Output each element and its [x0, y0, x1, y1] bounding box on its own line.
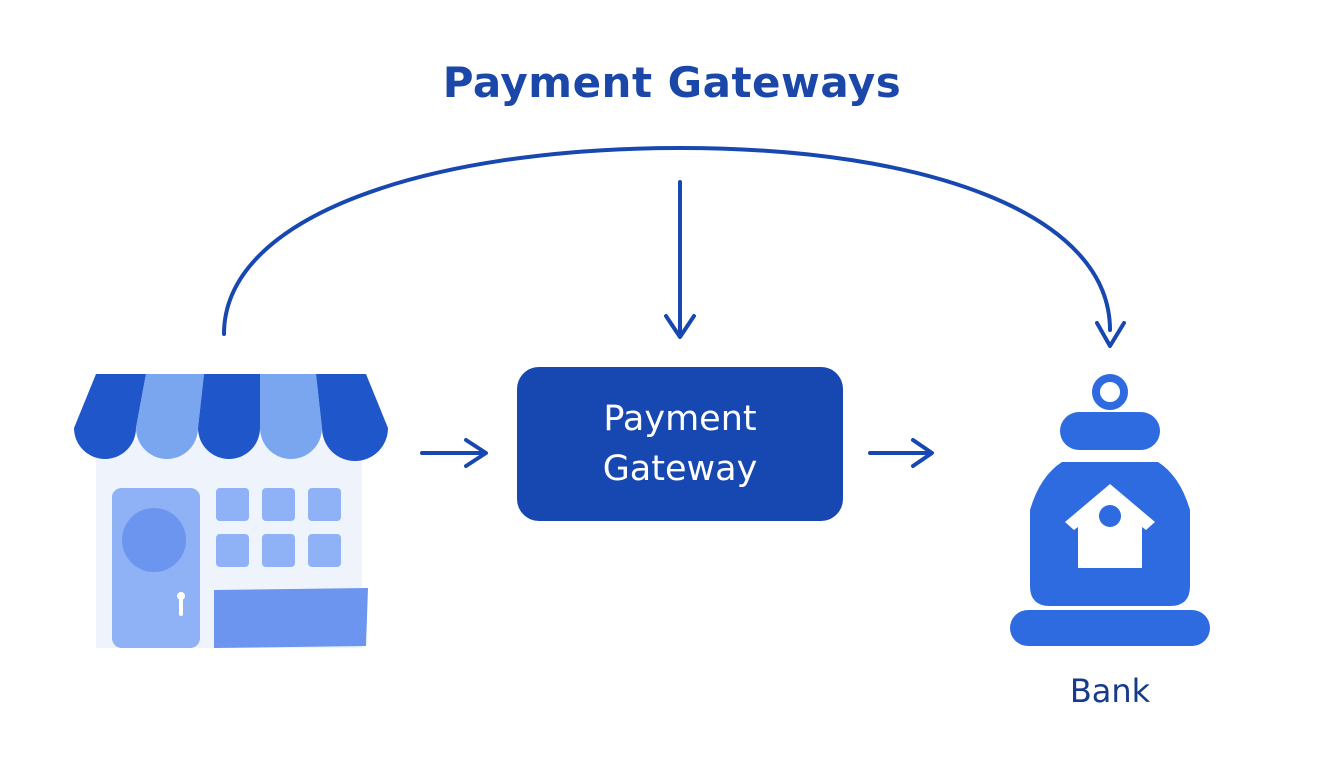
store-to-gateway-arrowhead — [464, 438, 488, 468]
gateway-to-bank-arrowhead — [911, 438, 934, 468]
bank-label: Bank — [1069, 672, 1151, 710]
gateway-label-line1: Payment — [603, 399, 757, 439]
arc-connector — [222, 145, 1112, 336]
diagram-title: Payment Gateways — [442, 58, 902, 107]
storefront-icon — [74, 374, 388, 648]
payment-gateway-box: Payment Gateway — [517, 367, 843, 521]
bank-bag-icon — [1010, 374, 1210, 646]
vertical-arrowhead — [664, 314, 696, 339]
gateway-label-line2: Gateway — [602, 449, 758, 489]
arc-arrowhead — [1095, 321, 1126, 348]
